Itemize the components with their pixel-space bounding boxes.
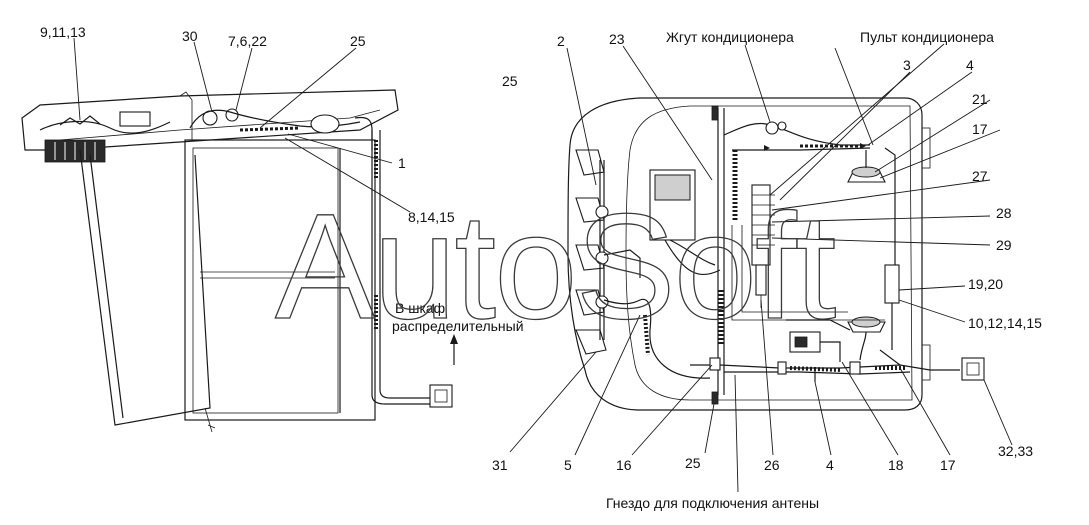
fuse-block-ticks <box>752 194 775 246</box>
lamp-branch <box>603 249 641 278</box>
vertical-harness-2 <box>379 130 430 399</box>
callout-28: 28 <box>996 205 1012 221</box>
callout-8-14-15: 8,14,15 <box>408 209 455 225</box>
harness-to-pillar <box>354 116 373 150</box>
text-annotations: Жгут кондиционера Пульт кондиционера В ш… <box>392 29 994 511</box>
antenna-socket-left-inner <box>434 389 448 403</box>
harness-front-ties <box>59 115 101 126</box>
tie-1 <box>764 145 770 151</box>
radio-face <box>794 336 808 348</box>
callout-32-33: 32,33 <box>998 443 1033 459</box>
callout-25-mid: 25 <box>502 73 518 89</box>
ac-harness-connector-2 <box>777 121 787 131</box>
callout-19-20: 19,20 <box>968 276 1003 292</box>
callout-25-left: 25 <box>350 33 366 49</box>
cab-window <box>192 147 339 414</box>
lamp-5 <box>575 329 607 355</box>
inner-panel-outline <box>731 225 885 321</box>
bottom-harness <box>690 364 960 371</box>
harness-clip-top <box>711 105 719 121</box>
tie-2 <box>860 143 866 149</box>
ac-duct <box>669 239 716 266</box>
callout-3: 3 <box>903 57 911 73</box>
callout-29: 29 <box>996 237 1012 253</box>
lamp-braid <box>643 314 650 356</box>
radio-lead <box>820 341 841 362</box>
module-19-20 <box>884 264 900 304</box>
inner-panel-outline-2 <box>741 225 848 313</box>
callout-5: 5 <box>564 457 572 473</box>
relay-block-cells <box>54 142 96 160</box>
open-door-edge <box>89 154 124 419</box>
callout-26: 26 <box>764 457 780 473</box>
bottom-braid <box>789 366 841 372</box>
callout-17-top: 17 <box>972 121 988 137</box>
ac-duct-2 <box>664 239 721 276</box>
cab-rear-wall <box>184 139 376 421</box>
callout-25-bottom: 25 <box>685 455 701 471</box>
callout-1: 1 <box>398 155 406 171</box>
callout-2: 2 <box>557 33 565 49</box>
arrow-to-cabinet-head <box>450 334 458 344</box>
to-cabinet-label-line2: распределительный <box>392 318 524 334</box>
antenna-socket-right <box>961 357 985 381</box>
roof-bracket <box>179 91 193 140</box>
bottom-harness-2 <box>724 371 911 375</box>
lamp-connector-1 <box>595 205 609 219</box>
bottom-connector-2 <box>849 361 861 375</box>
speaker-bottom-cone <box>851 316 881 328</box>
left-cab-side-view <box>21 89 458 433</box>
side-mirror-bracket-bottom <box>921 344 931 381</box>
callout-17-bottom: 17 <box>940 457 956 473</box>
antenna-mount <box>310 114 340 134</box>
right-cab-top-view <box>567 97 985 411</box>
ac-harness-connector <box>765 121 779 135</box>
callout-21: 21 <box>972 91 988 107</box>
callout-10-12-14-15: 10,12,14,15 <box>968 315 1042 331</box>
ac-panel-label: Пульт кондиционера <box>860 29 994 45</box>
harness-clip-bottom <box>711 391 719 405</box>
roof-lamp <box>119 111 151 127</box>
cab-inner-outline <box>625 105 913 401</box>
leader-lines <box>73 37 1013 493</box>
callout-4-top: 4 <box>966 57 974 73</box>
top-harness-2 <box>732 147 871 151</box>
roof-console <box>21 89 399 151</box>
callout-labels: 9,11,13 30 7,6,22 25 1 8,14,15 2 23 25 3… <box>40 24 1042 473</box>
harness-braid <box>239 126 301 132</box>
callout-18: 18 <box>888 457 904 473</box>
callout-23: 23 <box>609 31 625 47</box>
ac-harness-label: Жгут кондиционера <box>666 29 794 45</box>
bottom-lead-17 <box>879 349 901 366</box>
right-harness <box>884 147 896 265</box>
open-door <box>79 149 211 426</box>
callout-7-6-22: 7,6,22 <box>228 33 267 49</box>
callout-4-bottom: 4 <box>826 457 834 473</box>
harness-front <box>39 120 171 134</box>
callout-31: 31 <box>492 457 508 473</box>
callout-27: 27 <box>972 168 988 184</box>
harness-lamps-to-center <box>603 298 711 379</box>
speaker-bottom-lead <box>859 331 867 361</box>
connector-7 <box>225 108 239 122</box>
callout-16: 16 <box>616 457 632 473</box>
vertical-harness <box>371 130 430 405</box>
side-mirror-bracket-top <box>921 127 931 169</box>
cab-outline <box>567 97 923 411</box>
antenna-socket-right-inner <box>966 362 980 376</box>
lamp-connector-3 <box>595 295 609 309</box>
front-lamps <box>575 149 607 355</box>
to-cabinet-label-line1: В шкаф <box>395 300 445 316</box>
bottom-connector-1 <box>777 361 787 375</box>
callout-30: 30 <box>182 28 198 44</box>
callout-9-11-13: 9,11,13 <box>40 24 86 40</box>
watermark: AutoSoft <box>275 182 836 350</box>
antenna-socket-left <box>429 384 453 408</box>
lower-connector <box>709 357 721 371</box>
antenna-socket-label: Гнездо для подключения антены <box>606 495 819 511</box>
ac-unit-grille <box>654 174 691 201</box>
